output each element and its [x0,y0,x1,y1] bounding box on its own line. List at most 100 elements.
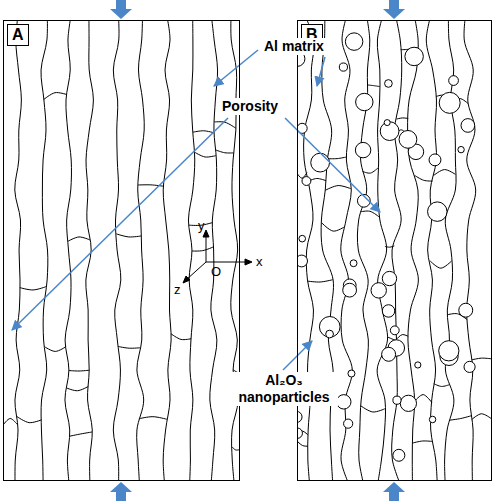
nanoparticle [382,271,396,285]
grain-boundary [15,20,22,481]
nanoparticle [400,395,416,411]
grain-boundary [377,20,388,481]
grain-boundaries [297,20,491,481]
nanoparticle [355,142,370,157]
nanoparticle [385,80,393,88]
grain-boundary [17,416,42,422]
nanoparticle [405,47,423,65]
grain-boundary [20,287,46,290]
leader-line [214,50,258,86]
grain-boundary [65,20,72,481]
grain-boundary [426,20,437,481]
grain-boundary [44,93,67,100]
nanoparticle [429,416,436,423]
grain-boundary [361,406,385,412]
panel-frame: B [297,20,492,481]
grain-boundary [325,186,350,191]
grain-boundary [67,386,89,390]
grain-boundary [297,441,308,446]
grain-boundary [216,150,234,153]
grain-boundary [362,168,378,174]
grain-boundary [413,441,433,443]
grain-boundary [41,20,48,481]
grain-boundary [302,20,314,481]
grain-boundary [69,370,89,372]
grain-boundary [472,414,491,420]
grain-boundary [307,280,332,282]
grain-boundary [113,20,121,481]
load-arrow [383,482,405,501]
grain-boundary [341,20,353,481]
grain-boundary [3,418,17,425]
grain-boundary [445,20,457,481]
grain-boundary [472,358,491,360]
nanoparticle [343,283,357,297]
nanoparticle [297,255,308,267]
axis-line [206,234,207,262]
axis-head [183,276,190,283]
grain-boundary [232,447,239,450]
grain-boundary [450,416,472,421]
load-arrow [383,0,405,19]
nanoparticle [311,153,330,172]
nanoparticle [348,370,355,377]
axes [183,230,252,283]
panel-frame: A [3,20,240,481]
nanoparticle [337,395,351,409]
grain-boundary [214,122,236,129]
grain-boundary [118,346,141,348]
nanoparticle [299,235,306,242]
nanoparticle [356,93,373,110]
grain-boundary [68,237,90,241]
part-label: Al₂O₃ nanoparticles [230,372,338,406]
axis-label: y [196,218,207,233]
nanoparticle [390,326,399,335]
part-label: Al matrix [262,38,326,55]
axis-label: z [172,282,183,297]
grain-boundaries [3,20,239,481]
nanoparticle [439,92,460,113]
grain-boundary [321,20,333,481]
grain-boundary [194,152,216,157]
axis-line [206,262,248,263]
nanoparticle [384,120,390,126]
axis-head [245,259,252,265]
nanoparticle [458,146,464,152]
grain-boundary [137,20,145,481]
grain-boundary [192,247,214,251]
grain-boundary [357,20,369,481]
grain-boundary [322,223,345,231]
nanoparticle [302,177,311,186]
nanoparticle [326,330,334,338]
nanoparticle [399,130,417,148]
grain-boundary [392,20,403,481]
grain-boundary [415,395,432,403]
load-arrow [110,482,132,501]
grain-boundary [396,335,408,340]
nanoparticle [345,33,362,50]
nanoparticle [344,419,353,428]
nanoparticle [459,303,473,317]
grain-boundary [70,432,93,436]
grain-boundary [328,157,347,159]
axis-line [186,262,206,280]
nanoparticle [464,361,475,372]
nanoparticle [439,341,459,361]
nanoparticle [382,347,396,361]
grain-boundary [464,20,476,481]
grain-boundary [231,20,238,481]
nanoparticle [350,260,357,267]
grain-boundary [415,175,433,181]
part-label: Porosity [220,98,280,115]
grain-boundary [44,347,66,352]
leader-line [12,118,228,330]
load-arrow [110,0,132,19]
nanoparticle [339,63,347,71]
grain-boundary [188,20,194,481]
nanoparticle [429,154,441,166]
load-arrows [110,0,405,501]
nanoparticle [449,76,459,86]
